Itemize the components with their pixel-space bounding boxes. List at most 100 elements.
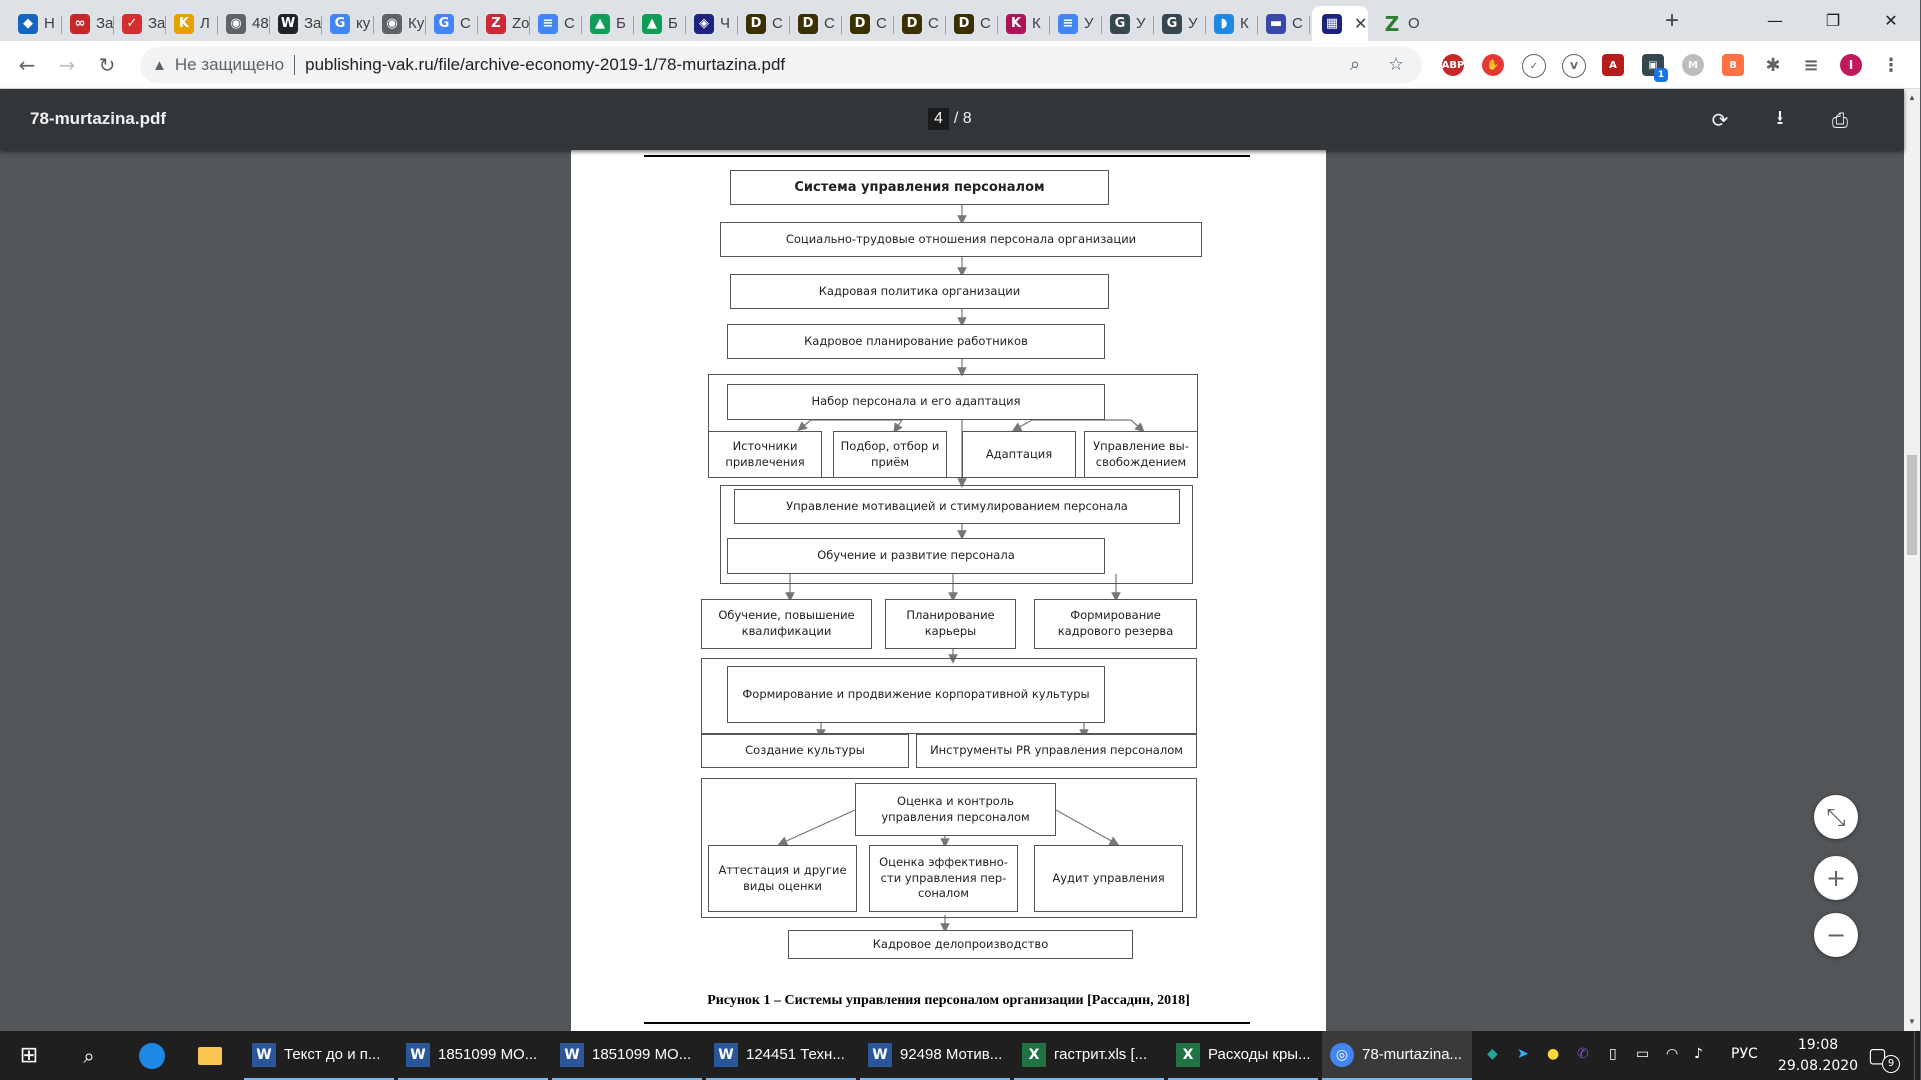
browser-tab[interactable]: ▲Б [580, 6, 634, 41]
browser-tab[interactable]: ◈Ч [684, 6, 738, 41]
show-desktop-button[interactable] [1914, 1031, 1921, 1080]
excel-icon: X [1176, 1042, 1200, 1067]
diagram-group-motivation [720, 485, 1193, 584]
browser-tab[interactable]: ▲Б [632, 6, 686, 41]
wifi-icon[interactable]: ◠ [1666, 1046, 1679, 1062]
tab-title: Zo [512, 15, 530, 32]
start-windows-icon[interactable]: ⊞ [19, 1043, 39, 1068]
m-extension-icon[interactable]: M [1682, 54, 1704, 76]
divider [294, 55, 296, 75]
clock-time[interactable]: 19:08 [1797, 1037, 1839, 1053]
maximize-button[interactable]: ❐ [1825, 10, 1841, 30]
browser-tab[interactable]: ▬С [1256, 6, 1310, 41]
edge-icon[interactable] [128, 1031, 176, 1080]
tray-app-icon[interactable]: ◆ [1487, 1046, 1498, 1062]
browser-tab[interactable]: ◉Ку [372, 6, 426, 41]
browser-tab-active[interactable]: ▦✕ [1312, 6, 1368, 41]
search-icon[interactable]: ⌕ [83, 1043, 95, 1068]
battery-icon[interactable]: ▭ [1636, 1046, 1650, 1062]
usb-icon[interactable]: ▯ [1609, 1046, 1617, 1062]
taskbar-app[interactable]: ◎78-murtazina... [1322, 1031, 1472, 1080]
close-window-button[interactable]: ✕ [1884, 10, 1898, 30]
viber-icon[interactable]: ✆ [1577, 1046, 1589, 1062]
media-control-icon[interactable]: ≡ [1803, 54, 1819, 76]
volume-icon[interactable]: ♪ [1694, 1046, 1703, 1062]
tab-separator [269, 16, 270, 34]
browser-tab[interactable]: ◆Н [8, 6, 62, 41]
address-bar[interactable]: ▲ Не защищено publishing-vak.ru/file/arc… [140, 47, 1422, 83]
browser-tab[interactable]: ≡С [528, 6, 582, 41]
tab-separator [997, 16, 998, 34]
stop-hand-icon[interactable]: ✋ [1482, 54, 1504, 76]
tab-title: Л [200, 15, 210, 32]
adblock-icon[interactable]: ABP [1442, 54, 1464, 76]
reload-button[interactable]: ↻ [98, 53, 116, 77]
browser-tab[interactable]: ◉48 [216, 6, 270, 41]
diagram-node-planning: Кадровое планирование работников [727, 324, 1105, 359]
browser-tab[interactable]: ◗К [1204, 6, 1258, 41]
security-label[interactable]: Не защищено [174, 55, 285, 74]
scroll-down-arrow-icon[interactable]: ▼ [1908, 1017, 1916, 1026]
tray-app-icon[interactable]: ● [1547, 1046, 1560, 1062]
v-extension-icon[interactable]: V [1562, 54, 1586, 78]
back-button[interactable]: ← [18, 53, 36, 77]
forward-button[interactable]: → [58, 53, 76, 77]
acrobat-icon[interactable]: A [1602, 54, 1624, 76]
scrollbar-thumb[interactable] [1907, 455, 1917, 555]
zoom-in-button[interactable]: + [1814, 856, 1858, 900]
diagram-group-culture [701, 658, 1197, 734]
bookmark-star-icon[interactable]: ☆ [1388, 54, 1405, 75]
tab-separator [217, 16, 218, 34]
diagram-node-records: Кадровое делопроизводство [788, 930, 1133, 959]
browser-tab[interactable]: ≡У [1048, 6, 1102, 41]
rotate-icon[interactable]: ⟳ [1711, 108, 1729, 132]
scrollbar[interactable]: ▲ ▼ [1904, 89, 1920, 1031]
url-text[interactable]: publishing-vak.ru/file/archive-economy-2… [305, 55, 786, 74]
print-icon[interactable]: ⎙ [1832, 108, 1848, 132]
download-icon[interactable]: ⭳ [1776, 105, 1784, 129]
profile-avatar[interactable]: I [1840, 54, 1862, 76]
extensions-puzzle-icon[interactable]: ✱ [1765, 54, 1781, 76]
shield-extension-icon[interactable]: ✓ [1522, 54, 1546, 78]
tab-title: К [1240, 15, 1249, 32]
fit-to-page-button[interactable]: ⤡ [1814, 795, 1858, 839]
scroll-up-arrow-icon[interactable]: ▲ [1908, 93, 1916, 102]
browser-tab[interactable]: ✓За [112, 6, 166, 41]
page-number-input[interactable]: 4 [928, 108, 949, 130]
new-tab-button[interactable]: + [1664, 7, 1679, 34]
b-extension-icon[interactable]: B [1722, 54, 1744, 76]
zoom-out-button[interactable]: − [1814, 913, 1858, 957]
page-top-rule [644, 155, 1250, 157]
language-indicator[interactable]: РУС [1731, 1046, 1758, 1062]
pdf-viewer[interactable]: Система управления персоналом Социально-… [0, 150, 1904, 1031]
clock-date[interactable]: 29.08.2020 [1777, 1058, 1859, 1074]
telegram-icon[interactable]: ➤ [1517, 1046, 1529, 1062]
zoom-search-icon[interactable]: ⌕ [1350, 54, 1361, 75]
minimize-button[interactable]: — [1767, 10, 1783, 30]
close-tab-icon[interactable]: ✕ [1354, 15, 1368, 33]
browser-tab[interactable]: ∞За [60, 6, 114, 41]
file-explorer-icon[interactable] [186, 1031, 234, 1080]
kebab-menu-icon[interactable]: ⋮ [1882, 54, 1900, 76]
